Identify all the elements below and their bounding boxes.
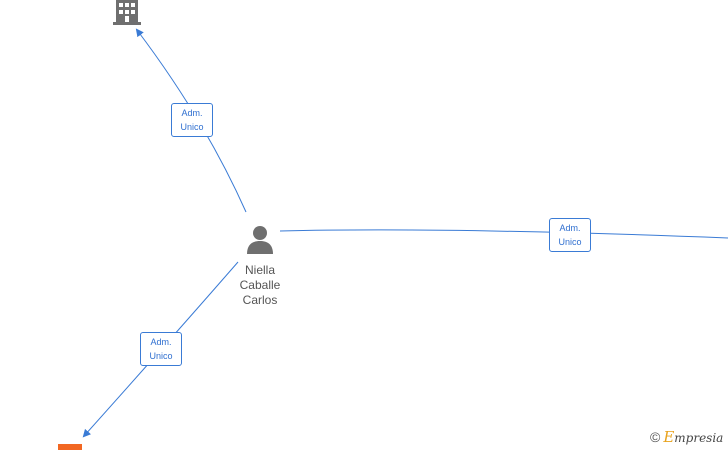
edge-label-line1: Adm.	[559, 223, 581, 233]
person-name-line1: Niella	[244, 263, 275, 277]
brand-initial: E	[663, 428, 675, 446]
edge-label-line2: Unico	[180, 122, 204, 132]
edge-label-right[interactable]: Adm. Unico	[549, 218, 591, 252]
building-icon	[113, 0, 141, 25]
edge-label-orange[interactable]: Adm. Unico	[140, 332, 182, 366]
person-icon	[247, 226, 273, 254]
person-node[interactable]: Niella Caballe Carlos	[228, 224, 292, 308]
brand-name: mpresia	[674, 431, 724, 445]
copyright-symbol: ©	[650, 429, 661, 445]
edge-label-line2: Unico	[558, 237, 582, 247]
edge-label-company[interactable]: Adm. Unico	[171, 103, 213, 137]
empresia-watermark: ©Empresia	[650, 428, 723, 446]
edge-label-line1: Adm.	[181, 108, 203, 118]
edge-label-line2: Unico	[149, 351, 173, 361]
orange-company-node[interactable]	[58, 444, 82, 450]
company-node[interactable]	[110, 0, 144, 31]
edge-label-line1: Adm.	[150, 337, 172, 347]
person-name-line2: Caballe	[239, 278, 281, 292]
edge-to-right-entity	[279, 229, 728, 239]
person-name-line3: Carlos	[242, 293, 278, 307]
person-name: Niella Caballe Carlos	[228, 263, 292, 308]
